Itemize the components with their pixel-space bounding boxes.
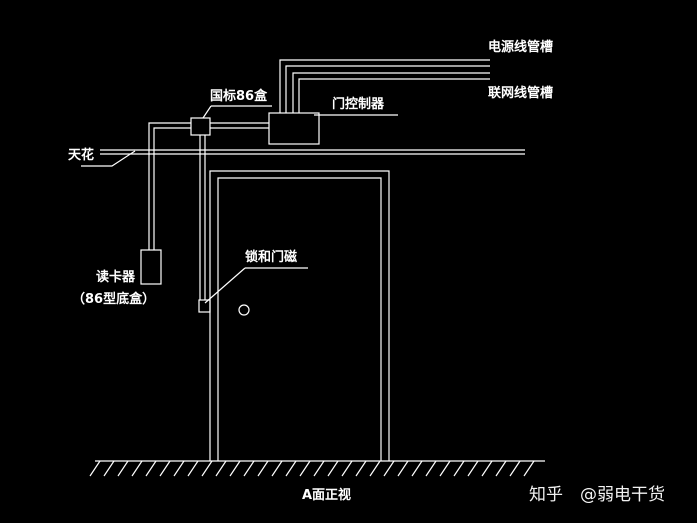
label-card-reader: 读卡器 — [96, 270, 136, 285]
door-controller-box — [268, 112, 320, 145]
hatch-mark — [425, 460, 437, 477]
hatch-mark — [509, 460, 521, 477]
network-conduit-b — [298, 78, 490, 113]
hatch-mark — [453, 460, 465, 477]
hatch-mark — [103, 460, 115, 477]
label-lock-magnet: 锁和门磁 — [245, 250, 298, 265]
hatch-mark — [131, 460, 143, 477]
door-frame-outer — [209, 170, 390, 461]
reader-conduit-a — [148, 122, 191, 250]
hatch-mark — [89, 460, 101, 477]
hatch-mark — [313, 460, 325, 477]
hatch-mark — [369, 460, 381, 477]
hatch-mark — [215, 460, 227, 477]
hatch-mark — [411, 460, 423, 477]
hatch-mark — [201, 460, 213, 477]
door-frame-inner — [217, 177, 382, 461]
leader-lock — [204, 267, 246, 304]
label-card-reader-box: （86型底盒） — [72, 292, 156, 307]
label-view-title: A面正视 — [302, 488, 352, 503]
lock-box — [198, 299, 211, 313]
label-network-conduit: 联网线管槽 — [488, 86, 554, 101]
power-conduit-b — [285, 65, 490, 113]
hatch-mark — [327, 460, 339, 477]
label-power-conduit: 电源线管槽 — [488, 40, 554, 55]
hatch-mark — [397, 460, 409, 477]
door-knob — [238, 304, 250, 316]
leader-gb86 — [202, 105, 212, 119]
hatch-mark — [145, 460, 157, 477]
hatch-mark — [383, 460, 395, 477]
watermark-author: @弱电干货 — [580, 485, 665, 505]
hatch-mark — [299, 460, 311, 477]
hatch-mark — [229, 460, 241, 477]
hatch-mark — [495, 460, 507, 477]
hatch-mark — [117, 460, 129, 477]
label-ceiling: 天花 — [68, 148, 95, 163]
label-gb86-box: 国标86盒 — [210, 89, 268, 104]
ground-hatching — [89, 460, 535, 477]
reader-conduit-b — [153, 127, 191, 250]
hatch-mark — [355, 460, 367, 477]
watermark-platform: 知乎 — [529, 485, 563, 505]
hatch-mark — [481, 460, 493, 477]
leader-ceiling — [81, 150, 136, 167]
hatch-mark — [159, 460, 171, 477]
hatch-mark — [243, 460, 255, 477]
card-reader-box — [140, 249, 162, 285]
gb86-box — [190, 117, 211, 136]
hatch-mark — [187, 460, 199, 477]
label-door-controller: 门控制器 — [332, 97, 385, 112]
hatch-mark — [439, 460, 451, 477]
hatch-mark — [285, 460, 297, 477]
hatch-mark — [257, 460, 269, 477]
power-conduit-a — [279, 59, 490, 113]
hatch-mark — [523, 460, 535, 477]
hatch-mark — [467, 460, 479, 477]
hatch-mark — [271, 460, 283, 477]
network-conduit-a — [292, 72, 490, 113]
hatch-mark — [173, 460, 185, 477]
hatch-mark — [341, 460, 353, 477]
